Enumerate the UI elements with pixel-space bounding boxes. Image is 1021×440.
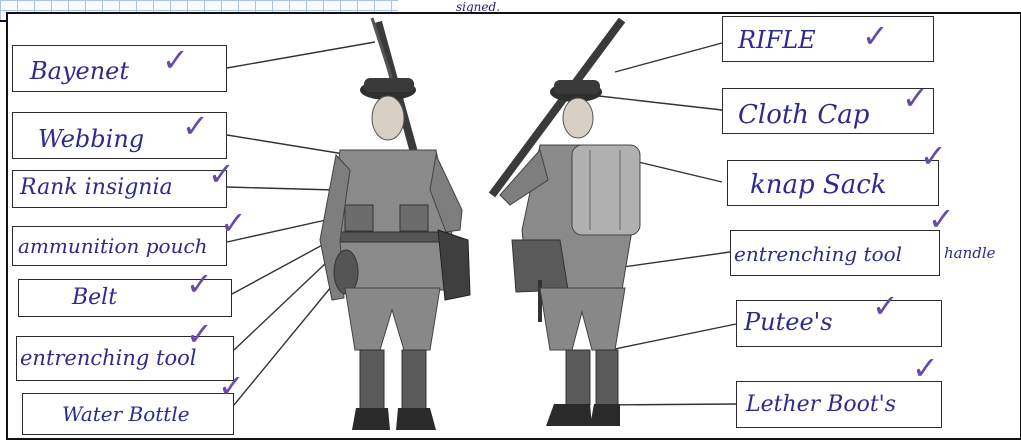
label-water-bottle: Water Bottle xyxy=(62,402,190,426)
label-ammunition-pouch: ammunition pouch xyxy=(18,234,208,258)
back-soldier-illustration xyxy=(488,17,641,426)
label-box-rifle xyxy=(722,16,934,62)
front-soldier-illustration xyxy=(319,17,471,430)
check-mark-icon: ✓ xyxy=(872,287,899,325)
label-box-knapsack xyxy=(727,160,939,206)
label-cloth-cap: Cloth Cap xyxy=(738,100,870,130)
check-mark-icon: ✓ xyxy=(920,137,947,175)
check-mark-icon: ✓ xyxy=(220,204,247,242)
label-box-puttees xyxy=(736,300,942,347)
label-box-entrenching-tool xyxy=(16,336,234,381)
label-box-water-bottle xyxy=(22,393,234,435)
check-mark-icon: ✓ xyxy=(902,79,929,117)
label-box-ammunition-pouch xyxy=(12,226,227,266)
check-mark-icon: ✓ xyxy=(912,349,939,387)
right-leader-lines xyxy=(529,42,737,406)
label-rifle: RIFLE xyxy=(738,26,816,54)
label-box-rank-insignia xyxy=(12,170,227,208)
signed-note: signed. xyxy=(456,0,501,14)
check-mark-icon: ✓ xyxy=(162,41,189,79)
label-entrenching-tool: entrenching tool xyxy=(20,346,197,370)
check-mark-icon: ✓ xyxy=(928,200,955,238)
check-mark-icon: ✓ xyxy=(208,155,235,193)
label-box-leather-boots xyxy=(736,381,942,428)
label-rank-insignia: Rank insignia xyxy=(20,175,173,200)
check-mark-icon: ✓ xyxy=(218,367,245,405)
label-puttees: Putee's xyxy=(744,308,833,336)
label-box-bayonet xyxy=(12,45,227,92)
check-mark-icon: ✓ xyxy=(186,315,213,353)
label-box-belt xyxy=(18,279,232,317)
check-mark-icon: ✓ xyxy=(862,17,889,55)
label-belt: Belt xyxy=(72,285,118,310)
label-knapsack: knap Sack xyxy=(750,170,887,200)
check-mark-icon: ✓ xyxy=(186,265,213,303)
label-handle: handle xyxy=(944,244,996,262)
label-leather-boots: Lether Boot's xyxy=(746,392,897,417)
label-bayonet: Bayenet xyxy=(30,57,130,85)
label-box-entrenching-tool-handle xyxy=(730,230,940,276)
label-box-cloth-cap xyxy=(722,88,934,134)
label-box-webbing xyxy=(12,112,227,159)
label-webbing: Webbing xyxy=(38,125,145,153)
check-mark-icon: ✓ xyxy=(182,107,209,145)
label-entrenching-tool-right: entrenching tool xyxy=(734,242,903,266)
